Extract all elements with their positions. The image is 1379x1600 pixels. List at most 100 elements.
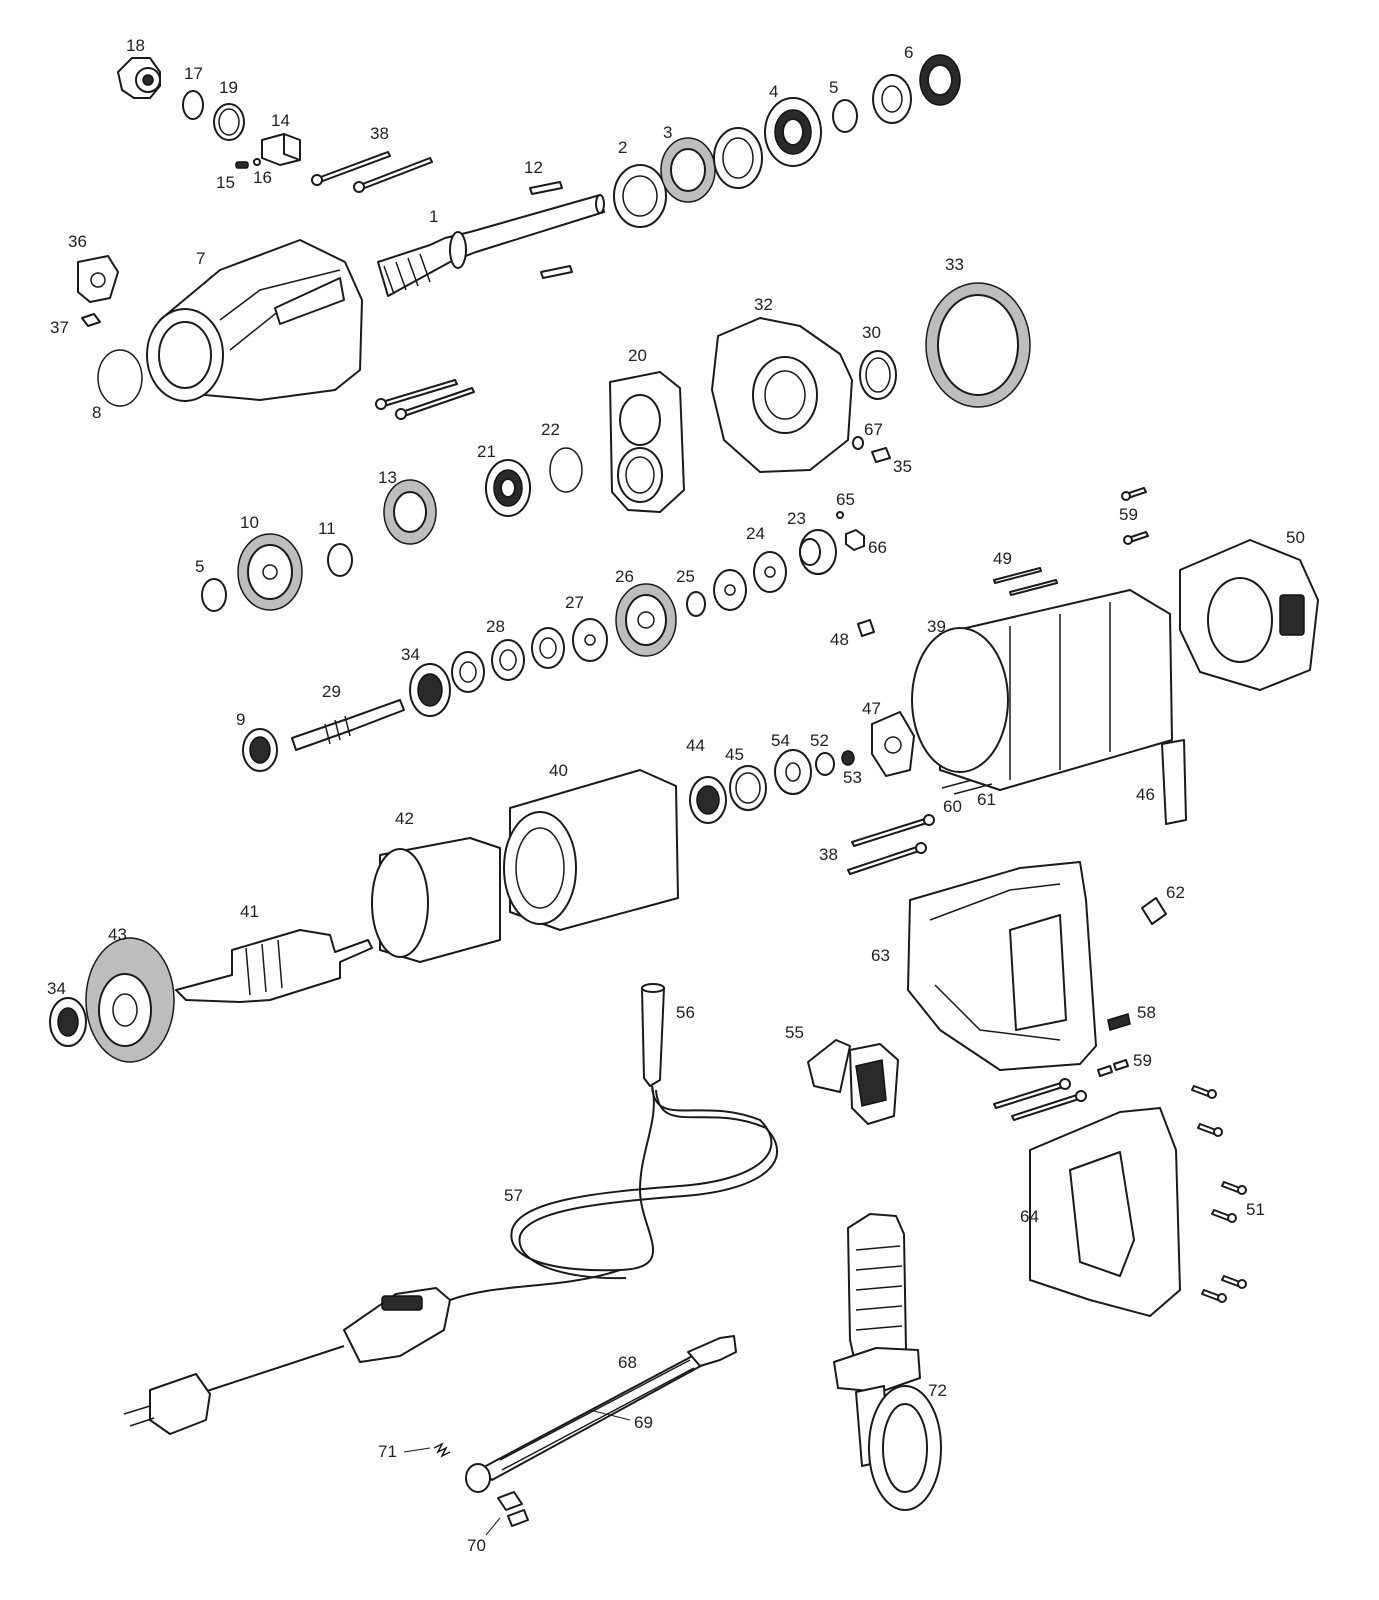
part-65-ball <box>836 511 844 519</box>
part-5-ring-mid <box>201 578 227 612</box>
part-56-cord-sleeve <box>641 983 665 1087</box>
part-70-clamp <box>497 1491 529 1527</box>
callout-53: 53 <box>843 768 862 787</box>
callout-34-b: 34 <box>47 979 66 998</box>
callout-7: 7 <box>196 249 205 268</box>
part-45-sleeve <box>729 765 767 811</box>
part-29-pinion-shaft <box>291 699 405 751</box>
callout-63: 63 <box>871 946 890 965</box>
callout-24: 24 <box>746 524 765 543</box>
callout-13: 13 <box>378 468 397 487</box>
part-72-side-handle <box>833 1213 942 1511</box>
callout-72: 72 <box>928 1381 947 1400</box>
callout-57: 57 <box>504 1186 523 1205</box>
callout-38-b: 38 <box>819 845 838 864</box>
part-17-ring <box>182 90 204 120</box>
callout-14: 14 <box>271 111 290 130</box>
callout-29: 29 <box>322 682 341 701</box>
part-32-intermediate-flange <box>711 317 853 473</box>
callout-52: 52 <box>810 731 829 750</box>
callout-6: 6 <box>904 43 913 62</box>
callout-1: 1 <box>429 207 438 226</box>
part-7-gear-housing <box>146 239 363 402</box>
part-14-lock-slider <box>261 133 301 166</box>
part-59-screws-top <box>1121 487 1149 545</box>
callout-22: 22 <box>541 420 560 439</box>
part-5-ring-top <box>832 99 858 133</box>
part-16-ball <box>253 158 261 166</box>
callout-46: 46 <box>1136 785 1155 804</box>
callout-48: 48 <box>830 630 849 649</box>
callout-9: 9 <box>236 710 245 729</box>
callout-36: 36 <box>68 232 87 251</box>
part-6-seal <box>919 54 961 106</box>
part-30-ring <box>859 350 897 400</box>
part-60-61-wires <box>941 779 993 795</box>
callout-41: 41 <box>240 902 259 921</box>
part-63-handle-half-left <box>907 861 1097 1071</box>
callout-3: 3 <box>663 123 672 142</box>
callout-8: 8 <box>92 403 101 422</box>
part-48-block <box>857 619 875 637</box>
part-62-bracket <box>1141 897 1167 925</box>
part-51-screws <box>1191 1085 1247 1303</box>
part-34-bearing-mid <box>409 663 451 717</box>
callout-28: 28 <box>486 617 505 636</box>
callout-30: 30 <box>862 323 881 342</box>
leader-lines <box>403 1409 631 1536</box>
part-15-spring <box>235 161 249 169</box>
part-53-nut <box>841 750 855 766</box>
callout-26: 26 <box>615 567 634 586</box>
callout-37: 37 <box>50 318 69 337</box>
part-37-screw <box>81 313 101 327</box>
part-54-disc <box>774 749 812 795</box>
part-1-spindle <box>377 194 605 297</box>
callout-66: 66 <box>868 538 887 557</box>
part-9-bearing <box>242 728 278 772</box>
callout-5-b: 5 <box>195 557 204 576</box>
callout-65: 65 <box>836 490 855 509</box>
callout-39: 39 <box>927 617 946 636</box>
callout-60: 60 <box>943 797 962 816</box>
callout-58: 58 <box>1137 1003 1156 1022</box>
part-36-cover-plate <box>77 255 119 303</box>
callout-12: 12 <box>524 158 543 177</box>
part-23-clutch <box>799 529 837 575</box>
callout-23: 23 <box>787 509 806 528</box>
part-13-gear <box>383 479 437 545</box>
part-26-gear <box>615 583 677 657</box>
part-5-washer <box>872 74 912 124</box>
callout-50: 50 <box>1286 528 1305 547</box>
callout-61: 61 <box>977 790 996 809</box>
callout-27: 27 <box>565 593 584 612</box>
part-34-bearing-bottom <box>49 997 87 1047</box>
callout-51: 51 <box>1246 1200 1265 1219</box>
part-38-screws-handle <box>847 814 935 875</box>
callout-59-a: 59 <box>1119 505 1138 524</box>
part-38-screws-mid <box>375 379 475 420</box>
part-39-motor-housing <box>911 589 1173 791</box>
callout-64: 64 <box>1020 1207 1039 1226</box>
callout-68: 68 <box>618 1353 637 1372</box>
callout-33: 33 <box>945 255 964 274</box>
callout-35: 35 <box>893 457 912 476</box>
callout-42: 42 <box>395 809 414 828</box>
part-68-69-mixer-shaft <box>465 1335 737 1493</box>
callout-59-b: 59 <box>1133 1051 1152 1070</box>
part-43-fan <box>85 937 175 1063</box>
part-28-washer-1 <box>451 651 485 693</box>
part-18-bit-holder <box>117 57 161 99</box>
part-12-pin-bottom <box>540 265 573 279</box>
callout-47: 47 <box>862 699 881 718</box>
part-33-ring-cage <box>925 282 1031 408</box>
callout-67: 67 <box>864 420 883 439</box>
part-20-bearing-plate <box>609 371 685 513</box>
callout-19: 19 <box>219 78 238 97</box>
part-46-label <box>1161 739 1187 825</box>
part-28-washer-2 <box>491 639 525 681</box>
callout-34-a: 34 <box>401 645 420 664</box>
callout-18: 18 <box>126 36 145 55</box>
callout-2: 2 <box>618 138 627 157</box>
part-41-armature <box>175 929 373 1003</box>
part-64-handle-half-right <box>1029 1107 1181 1317</box>
